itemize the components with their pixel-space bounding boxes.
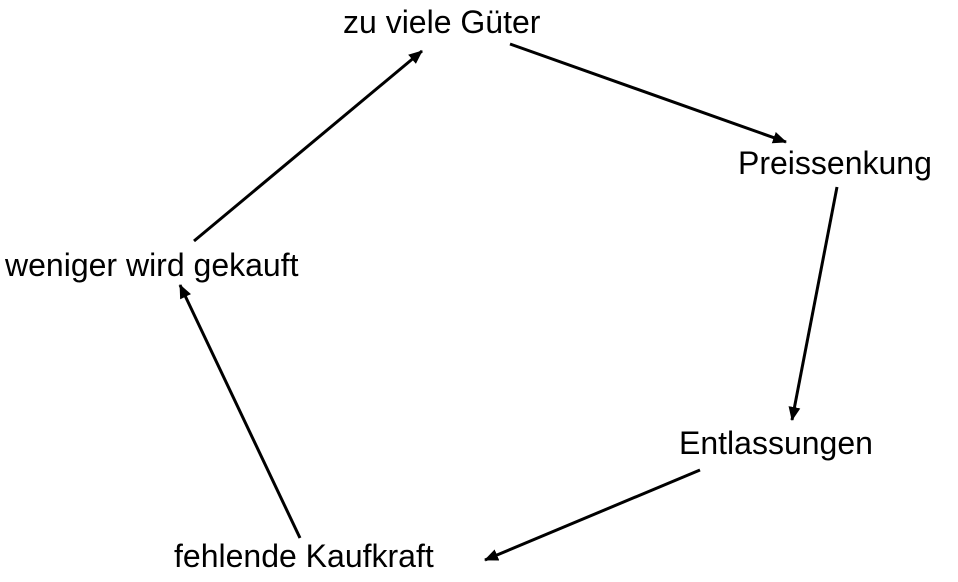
node-entlassungen: Entlassungen: [679, 425, 873, 461]
node-preissenkung: Preissenkung: [738, 145, 932, 181]
node-fehlende-kaufkraft: fehlende Kaufkraft: [174, 538, 434, 574]
node-weniger-wird-gekauft: weniger wird gekauft: [5, 247, 299, 283]
arrow-entlassungen-to-fehlende-kaufkraft: [484, 468, 701, 562]
arrow-zu-viele-gueter-to-preissenkung: [509, 42, 787, 144]
node-zu-viele-gueter: zu viele Güter: [343, 4, 541, 40]
arrow-weniger-wird-gekauft-to-zu-viele-gueter: [193, 49, 423, 243]
arrow-preissenkung-to-entlassungen: [788, 186, 839, 421]
arrow-fehlende-kaufkraft-to-weniger-wird-gekauft: [178, 284, 302, 539]
